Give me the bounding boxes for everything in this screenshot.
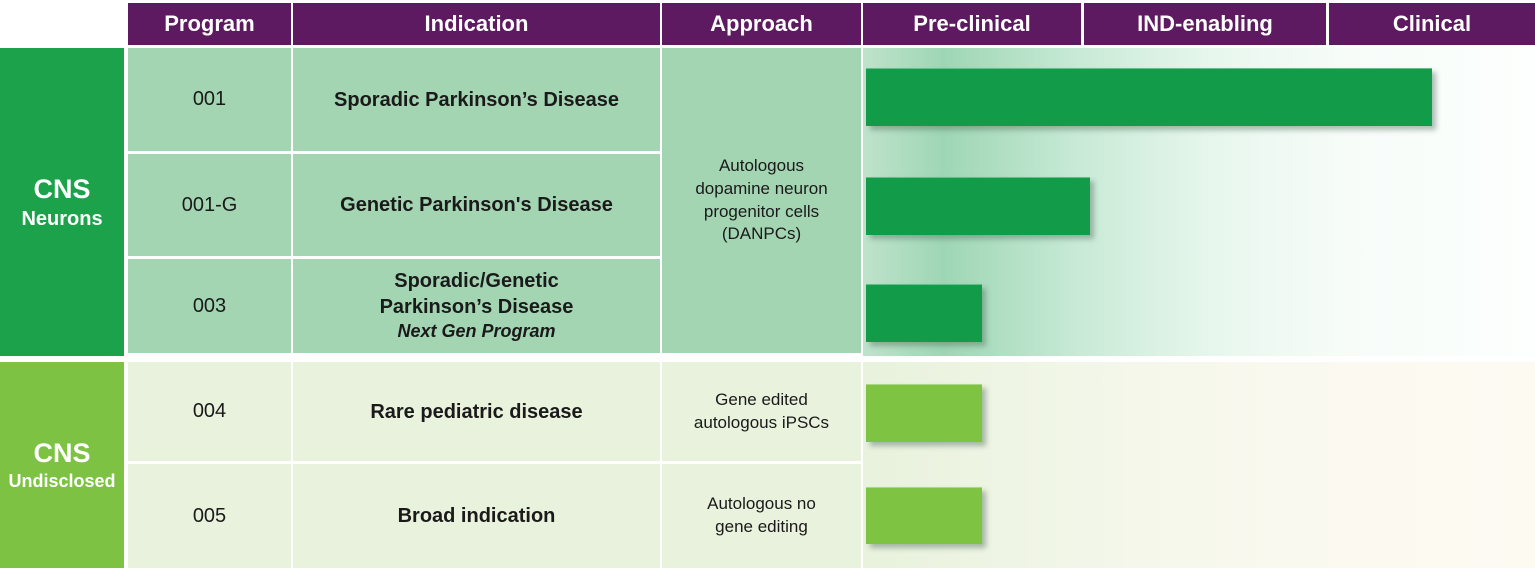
indication-text: Sporadic Parkinson’s Disease <box>334 88 619 111</box>
group-label-cns-neurons: CNS Neurons <box>0 48 124 356</box>
progress-bar-003 <box>866 284 983 342</box>
group-subarea-label: Undisclosed <box>8 471 116 492</box>
indication-cell-row5: Broad indication <box>293 464 660 568</box>
column-header-preclinical: Pre-clinical <box>863 3 1081 45</box>
progress-bar-001 <box>866 68 1432 126</box>
column-header-clinical: Clinical <box>1329 3 1535 45</box>
indication-cell-row4: Rare pediatric disease <box>293 362 660 461</box>
indication-cell-row2: Genetic Parkinson's Disease <box>293 154 660 256</box>
program-cell-004: 004 <box>128 362 291 461</box>
progress-bar-001g <box>866 177 1090 235</box>
progress-bar-004 <box>866 384 983 442</box>
indication-text: Rare pediatric disease <box>370 400 583 423</box>
group-subarea-label: Neurons <box>21 207 103 230</box>
column-header-program: Program <box>128 3 291 45</box>
indication-cell-row3: Sporadic/Genetic Parkinson’s Disease Nex… <box>293 259 660 353</box>
approach-cell-danpcs: Autologous dopamine neuron progenitor ce… <box>662 48 861 353</box>
indication-text: Broad indication <box>397 505 556 527</box>
approach-text: Autologous no gene editing <box>707 494 816 536</box>
approach-text: Autologous dopamine neuron progenitor ce… <box>695 155 828 244</box>
indication-text: Sporadic/Genetic Parkinson’s Disease <box>379 270 574 319</box>
progress-bar-005 <box>866 487 983 544</box>
program-cell-001g: 001-G <box>128 154 291 256</box>
group-area-label: CNS <box>33 174 91 205</box>
group-area-label: CNS <box>33 438 91 469</box>
group-label-cns-undisclosed: CNS Undisclosed <box>0 362 124 568</box>
column-header-indication: Indication <box>293 3 660 45</box>
approach-cell-ipscs: Gene edited autologous iPSCs <box>662 362 861 461</box>
program-cell-003: 003 <box>128 259 291 353</box>
indication-cell-row1: Sporadic Parkinson’s Disease <box>293 48 660 151</box>
column-header-ind-enabling: IND-enabling <box>1084 3 1326 45</box>
indication-note: Next Gen Program <box>397 321 556 342</box>
program-cell-001: 001 <box>128 48 291 151</box>
approach-cell-no-editing: Autologous no gene editing <box>662 464 861 568</box>
program-cell-005: 005 <box>128 464 291 568</box>
indication-text: Genetic Parkinson's Disease <box>340 194 613 216</box>
approach-text: Gene edited autologous iPSCs <box>693 389 830 432</box>
column-header-approach: Approach <box>662 3 861 45</box>
